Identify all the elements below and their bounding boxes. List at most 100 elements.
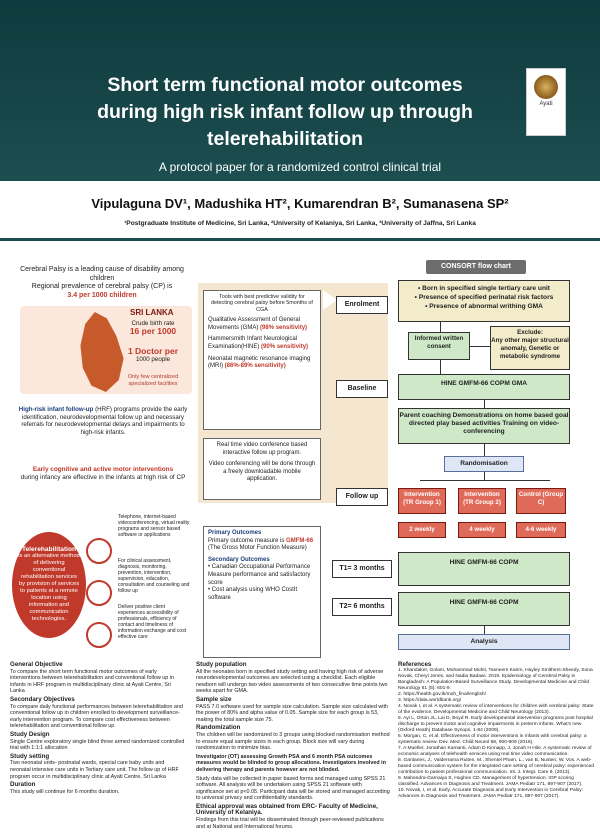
video-text-1: Real time video conference based interac… [216, 442, 308, 456]
section-text: Investigator (OT) assessing Growth PSA a… [196, 753, 386, 773]
cp-intro: Cerebral Palsy is a leading cause of dis… [12, 266, 192, 300]
label-baseline: Baseline [336, 380, 388, 398]
primary-title: Primary Outcomes [208, 530, 262, 536]
reference-item: 3. https://data.worldbank.org/ [398, 698, 462, 703]
section-text: Two neonatal units- postnatal wards, spe… [10, 760, 179, 780]
hrf-block: High-risk infant follow-up (HRF) program… [14, 406, 192, 436]
section-heading: Sample size [196, 695, 232, 703]
authors: Vipulaguna DV¹, Madushika HT², Kumarendr… [91, 196, 509, 211]
telerehab-title: Telerehabilitation [21, 546, 77, 553]
telerehab-circle: Telerehabilitation is an alternative met… [12, 532, 86, 638]
tele-point-3: Deliver positive client experiences acce… [118, 604, 187, 640]
secondary-title: Secondary Outcomes [208, 556, 270, 563]
section-text: To compare daily functional performances… [10, 703, 183, 730]
reference-item: 5. Ayi L, Orton JL, Lai D, Boyd R. Early… [398, 716, 593, 733]
label-follow-up: Follow up [336, 488, 388, 506]
crude-value: 16 per 1000 [129, 325, 177, 336]
section-heading: Study population [196, 661, 247, 668]
consort-t1-outcomes: HINE GMFM-66 COPM [398, 552, 570, 586]
logo-emblem-icon [534, 75, 558, 99]
references-heading: References [398, 661, 432, 668]
reference-item: 7. A Mueller, Jonathan Kamanti, Adam D K… [398, 746, 592, 757]
connector [484, 626, 485, 634]
hrf-text: (HRF) programs provide the early identif… [21, 406, 188, 436]
consort-randomisation: Randomisation [444, 456, 524, 472]
enrol-item-2: Presence of specified perinatal risk fac… [418, 294, 554, 301]
tool-2-sens: (90% sensitivity) [261, 344, 309, 350]
tool-2-name: Hammersmith Infant Neurological Examinat… [208, 336, 298, 350]
section-text: This study will continue for 6 months du… [10, 788, 120, 795]
ayati-logo: Ayati [526, 68, 566, 136]
connector [470, 346, 490, 347]
references-column: References 1. Khandaker, Golam, Mohammad… [398, 660, 594, 835]
arrow-enrolment [323, 290, 337, 310]
exclude-text: Any other major structural anomaly, Gene… [491, 337, 569, 360]
label-enrolment: Enrolment [336, 296, 388, 314]
group-tr1: Intervention (TR Group 1) [398, 488, 446, 514]
logo-text: Ayati [539, 101, 553, 107]
consort-title: CONSORT flow chart [426, 260, 526, 274]
freq-tr2: 4 weekly [458, 522, 506, 538]
hrf-title: High-risk infant follow-up [18, 406, 94, 413]
secondary-item-2: Cost analysis using WHO CostIt software [208, 587, 298, 601]
doctor-value: 1 Doctor per [127, 346, 179, 356]
cp-prevalence: 3.4 per 1000 children [67, 291, 137, 299]
connector [420, 480, 550, 481]
tool-1-sens: (98% sensitivity) [260, 324, 308, 331]
connector [484, 400, 485, 408]
section-text: Findings from this trial will be dissemi… [196, 817, 384, 830]
reference-item: 10. Novak, I, et al. Early, Accurate Dia… [398, 788, 584, 799]
reference-item: 4. Novak I, et al. A systematic review o… [398, 704, 594, 715]
section-text: All the neonates born in specified study… [196, 668, 388, 695]
label-t2: T2= 6 months [332, 598, 392, 616]
section-text: Study data will be collected in paper ba… [196, 775, 390, 802]
reference-item: 9. Mahendra-Garnaiya S, Hughes CD. Manag… [398, 776, 583, 787]
affiliations: ¹Postgraduate Institute of Medicine, Sri… [124, 220, 476, 227]
objectives-column: General Objective To compare the short t… [10, 660, 186, 835]
reference-item: 6. Morgan, C, et al. Effectiveness of mo… [398, 734, 587, 745]
telerehab-text: is an alternative method of delivering c… [18, 553, 80, 622]
intro-text-1: Cerebral Palsy is a leading cause of dis… [20, 266, 184, 282]
freq-control: 4-6 weekly [516, 522, 566, 538]
video-text-2: Video conferencing will be done through … [208, 461, 316, 483]
reference-item: 8. Gantanes, J., Valderrama Ruiten, M., … [398, 758, 594, 775]
connector [484, 444, 485, 456]
section-heading: Study setting [10, 752, 50, 760]
consort-enrolment-box: • Born in specified single tertiary care… [398, 280, 570, 322]
crude-label: Crude birth rate [131, 320, 175, 327]
connector [484, 472, 485, 480]
section-heading: General Objective [10, 661, 63, 668]
tele-point-2: For clinical assessment, diagnosis, moni… [118, 558, 190, 594]
reference-item: 2. https://health.gov.lk/moh_final/engli… [398, 692, 486, 697]
title-line-1: Short term functional motor outcomes [107, 74, 463, 96]
consultation-icon [86, 580, 112, 606]
section-heading: Study Design [10, 730, 50, 738]
methods-column: Study population All the neonates born i… [196, 660, 390, 835]
telephone-icon [86, 538, 112, 564]
consort-coaching: Parent coaching Demonstrations on home b… [398, 408, 570, 444]
section-text: Single Centre exploratory single blind t… [10, 738, 185, 752]
consort-t2-outcomes: HINE GMFM-66 COPM [398, 592, 570, 626]
care-icon [86, 622, 112, 648]
primary-text: Primary outcome measure is [208, 537, 285, 544]
consort-baseline: HINE GMFM-66 COPM GMA [398, 374, 570, 400]
crude-birth-rate: Crude birth rate 16 per 1000 [116, 320, 190, 335]
primary-sub: (The Gross Motor Function Measure) [208, 545, 307, 552]
tools-title: Tools with best predictive validity for … [211, 294, 313, 313]
tool-3-sens: (86%-89% sensitivity) [224, 363, 286, 370]
tool-3-name: Neonatal magnetic resonance imaging (MRI… [208, 355, 311, 370]
video-box: Real time video conference based interac… [203, 438, 321, 500]
tool-1-name: Qualitative Assessment of General Moveme… [208, 317, 301, 331]
primary-measure: GMFM-66 [286, 537, 314, 544]
title-line-2: during high risk infant follow up throug… [97, 101, 473, 123]
section-heading: Randomization [196, 724, 241, 732]
poster-title: Short term functional motor outcomes dur… [40, 72, 530, 153]
tele-point-1: Telephone, internet-based videoconferenc… [118, 514, 190, 538]
reference-item: 1. Khandaker, Golam, Mohammad Muhit, Tas… [398, 668, 593, 691]
early-title: Early cognitive and active motor interve… [32, 466, 174, 473]
section-text: The children will be randomized to 3 gro… [196, 731, 390, 752]
doctor-sub: 1000 people [135, 355, 171, 363]
header-divider [0, 238, 600, 241]
enrol-item-1: Born in specified single tertiary care u… [422, 285, 551, 292]
section-heading: Secondary Objectives [10, 695, 75, 703]
